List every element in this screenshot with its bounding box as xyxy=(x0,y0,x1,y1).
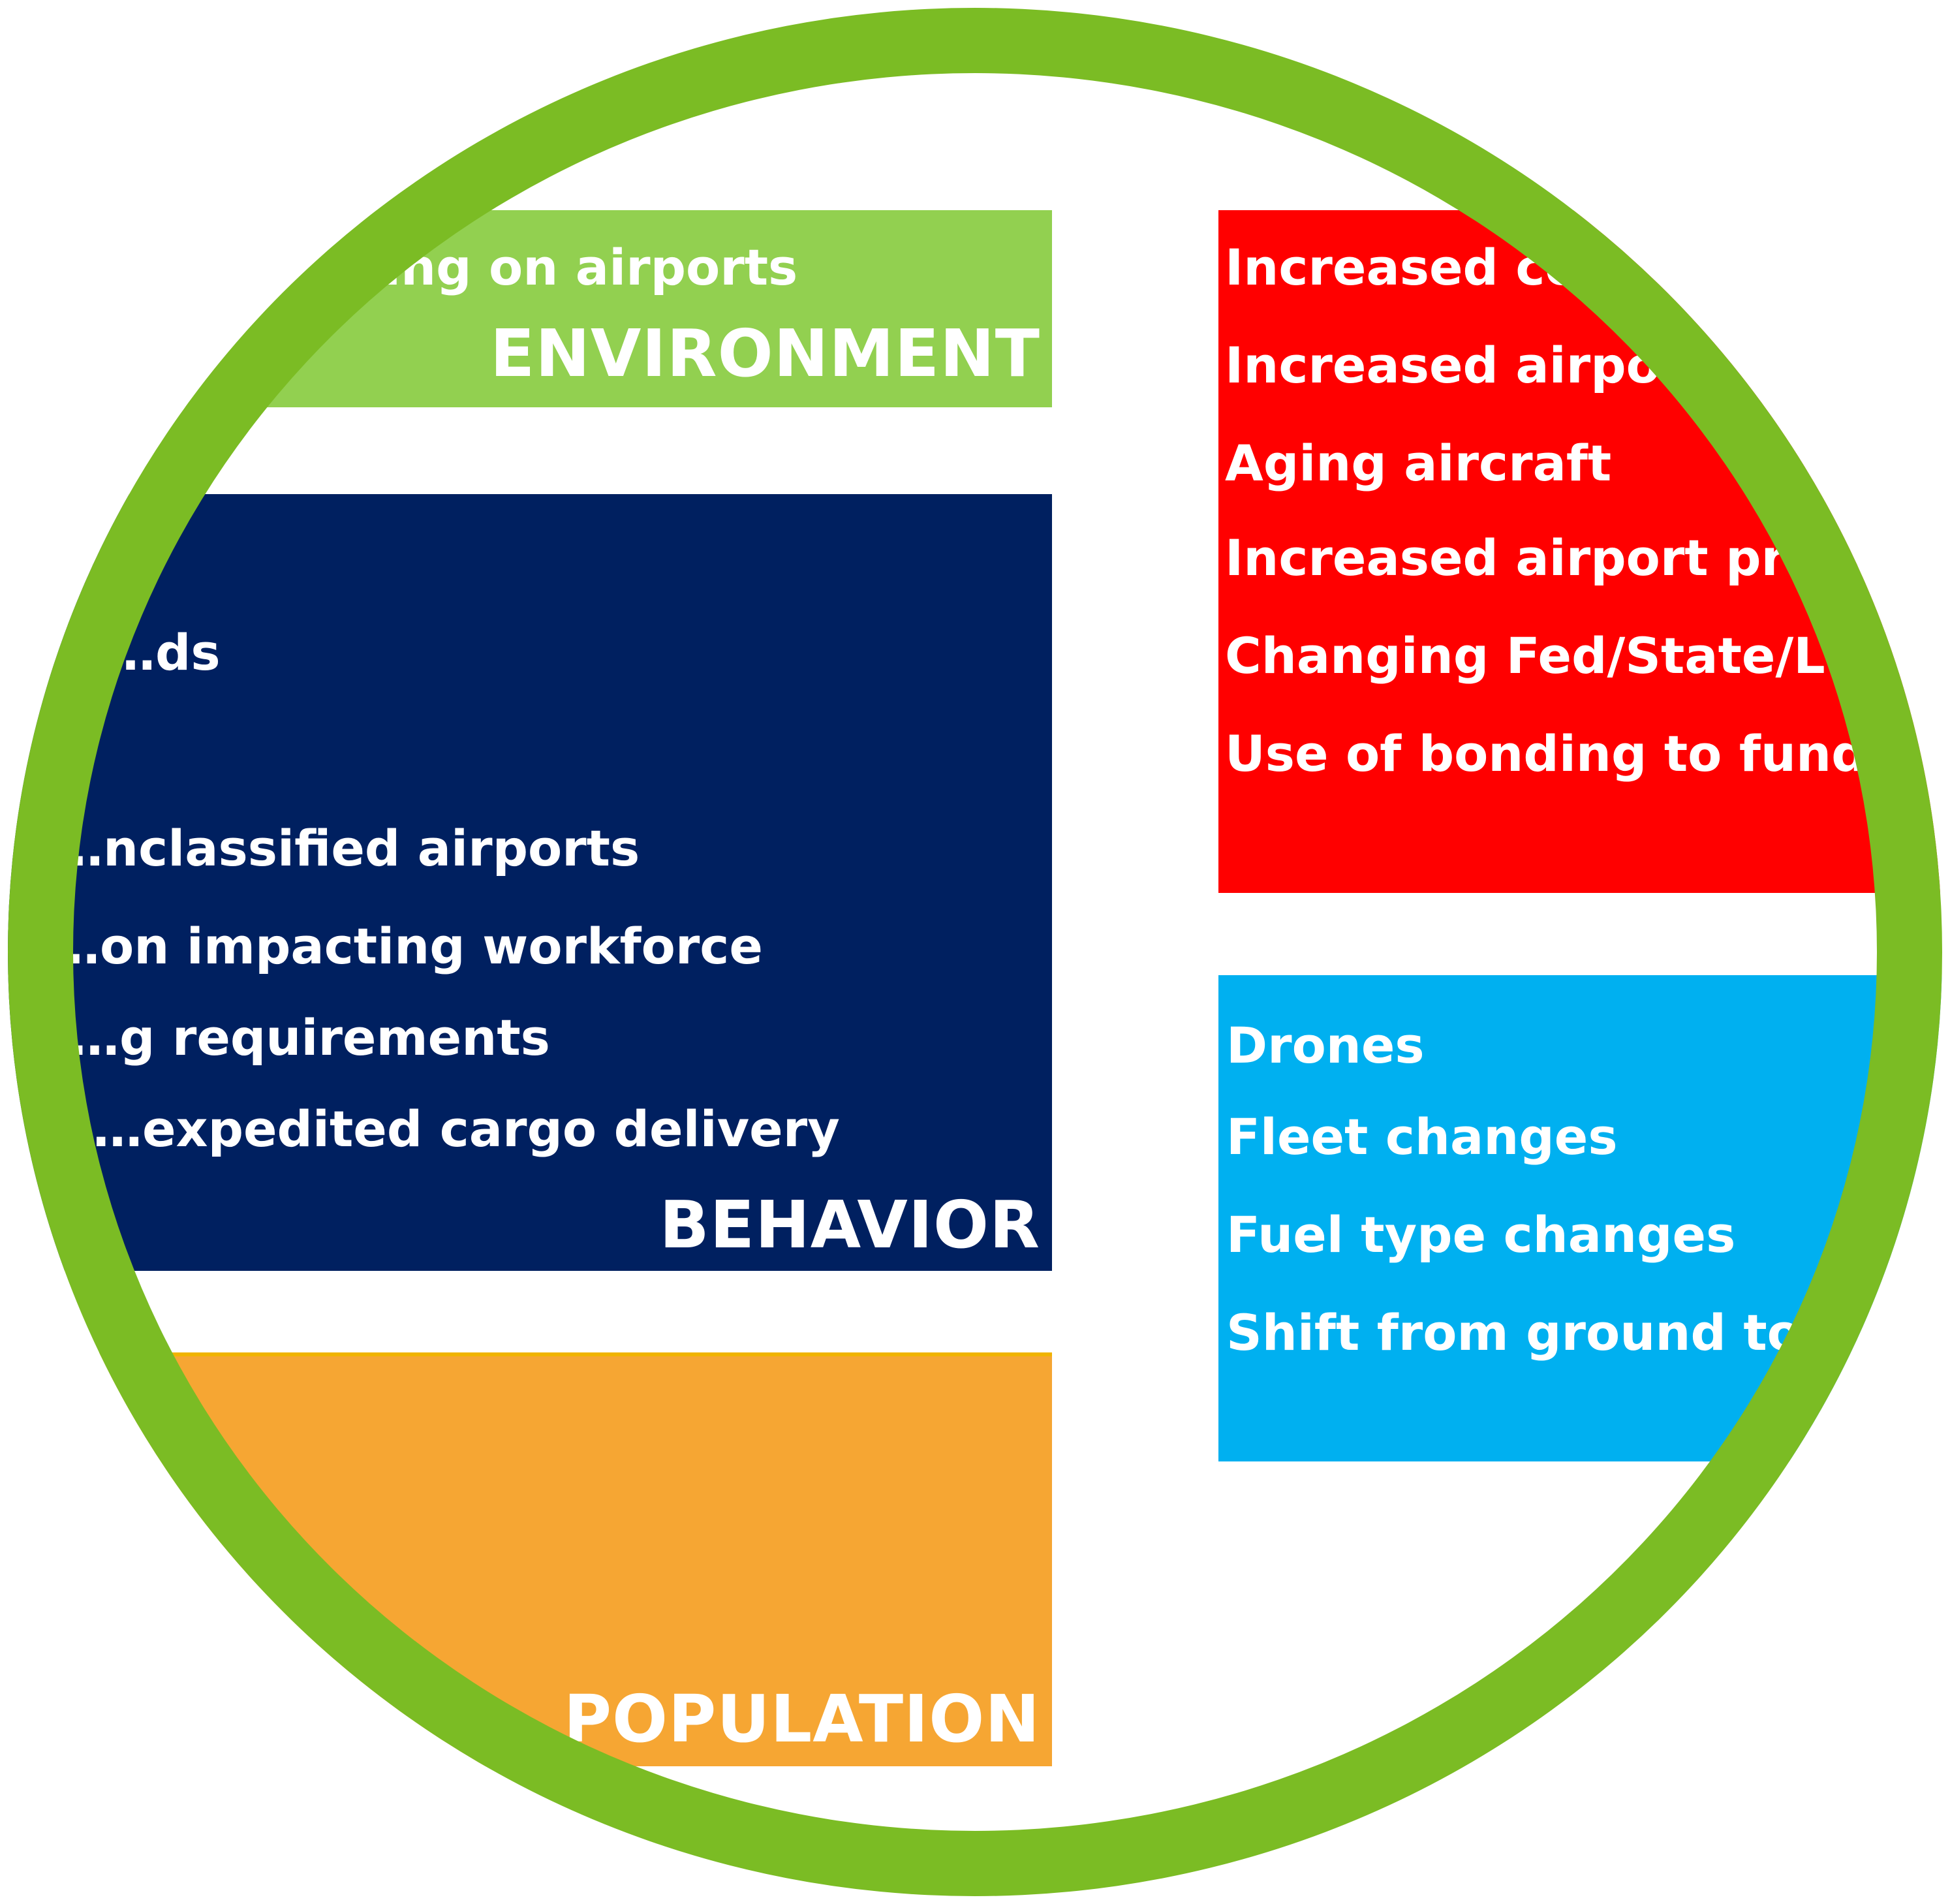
technology-panel: Drones Fleet changes Fuel type changes S… xyxy=(1218,975,1942,1461)
economy-panel: Increased co… Increased airpo… Aging air… xyxy=(1218,210,1942,893)
economy-line: Increased airpo… xyxy=(1225,336,1710,394)
technology-line: Fleet changes xyxy=(1226,1108,1618,1166)
behavior-title: BEHAVIOR xyxy=(659,1187,1040,1263)
economy-line: Changing Fed/State/Lo… xyxy=(1225,627,1909,685)
environment-line: …ing on airports xyxy=(334,238,798,296)
environment-title: ENVIRONMENT xyxy=(489,315,1040,392)
environment-panel: …ing on airports ENVIRONMENT xyxy=(8,210,1052,407)
technology-line: Drones xyxy=(1226,1016,1425,1074)
diagram-circle: …ing on airports ENVIRONMENT …ds …nclass… xyxy=(8,8,1942,1896)
population-title: POPULATION xyxy=(563,1681,1040,1757)
economy-line: Aging aircraft xyxy=(1225,434,1612,492)
behavior-line: …nclassified airports xyxy=(54,819,640,877)
behavior-panel: …ds …nclassified airports …on impacting … xyxy=(8,494,1052,1271)
economy-line: Use of bonding to fund… xyxy=(1225,725,1917,783)
technology-line: Shift from ground to… xyxy=(1226,1303,1851,1362)
economy-line: Increased co… xyxy=(1225,238,1629,296)
population-panel: POPULATION xyxy=(8,1352,1052,1766)
behavior-line: …on impacting workforce xyxy=(50,917,763,975)
behavior-line: …g requirements xyxy=(70,1008,550,1067)
technology-line: Fuel type changes xyxy=(1226,1206,1736,1264)
behavior-line: …expedited cargo delivery xyxy=(93,1100,840,1158)
economy-line: Increased airport pro… xyxy=(1225,529,1870,587)
behavior-line: …ds xyxy=(106,623,221,681)
